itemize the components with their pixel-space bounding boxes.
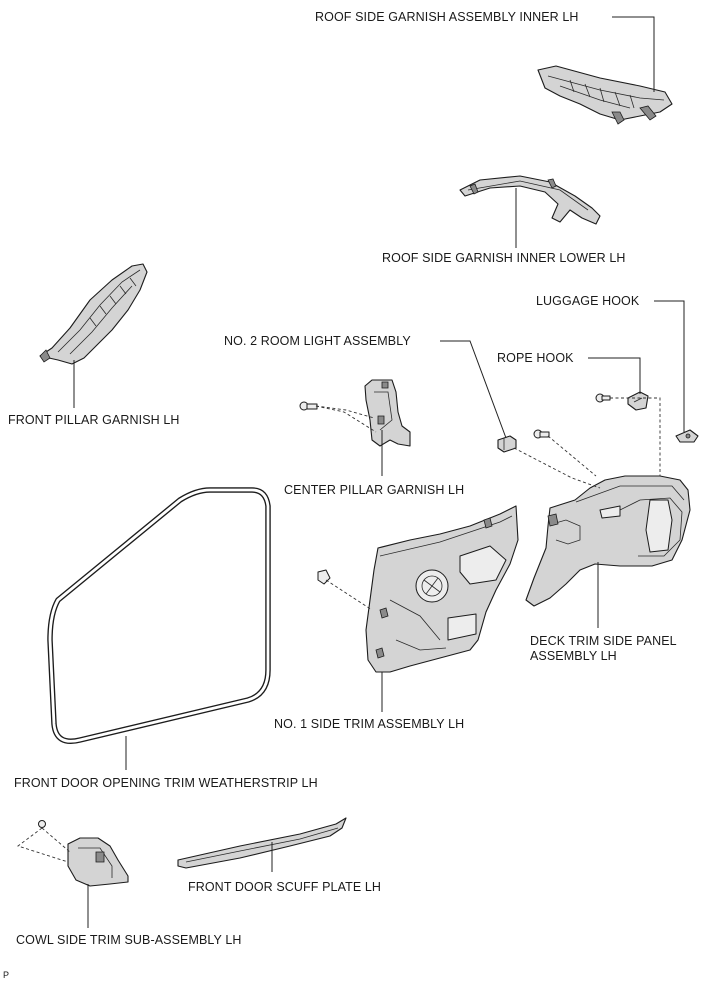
label-roof-side-garnish-lower: ROOF SIDE GARNISH INNER LOWER LH [382, 251, 626, 265]
label-weatherstrip: FRONT DOOR OPENING TRIM WEATHERSTRIP LH [14, 776, 318, 790]
label-cowl-side: COWL SIDE TRIM SUB-ASSEMBLY LH [16, 933, 242, 947]
weatherstrip-part [47, 487, 271, 744]
label-room-light: NO. 2 ROOM LIGHT ASSEMBLY [224, 334, 411, 348]
rope-hook-part [595, 391, 649, 411]
room-light-part [497, 435, 517, 453]
assembly-dashed-lines [17, 397, 661, 863]
center-pillar-garnish-part [364, 379, 411, 447]
label-scuff-plate: FRONT DOOR SCUFF PLATE LH [188, 880, 382, 894]
roof-side-garnish-inner-part [537, 65, 673, 125]
leader-lines [73, 16, 685, 928]
cowl-side-trim-part [38, 820, 129, 887]
label-roof-side-garnish-inner: ROOF SIDE GARNISH ASSEMBLY INNER LH [315, 10, 579, 24]
bolt-deck-trim [533, 429, 550, 439]
roof-side-garnish-lower-part [459, 175, 601, 225]
label-luggage-hook: LUGGAGE HOOK [536, 294, 640, 308]
scuff-plate-part [177, 817, 347, 869]
label-deck-trim: DECK TRIM SIDE PANEL ASSEMBLY LH [530, 634, 677, 663]
luggage-hook-part [675, 429, 699, 443]
label-rope-hook: ROPE HOOK [497, 351, 574, 365]
label-center-pillar: CENTER PILLAR GARNISH LH [284, 483, 465, 497]
corner-mark: P [3, 970, 10, 980]
label-side-trim: NO. 1 SIDE TRIM ASSEMBLY LH [274, 717, 465, 731]
bolt-center-pillar [299, 401, 318, 411]
label-front-pillar: FRONT PILLAR GARNISH LH [8, 413, 180, 427]
deck-trim-side-panel-part [525, 475, 691, 607]
front-pillar-garnish-part [39, 263, 148, 365]
side-trim-part [365, 505, 519, 673]
